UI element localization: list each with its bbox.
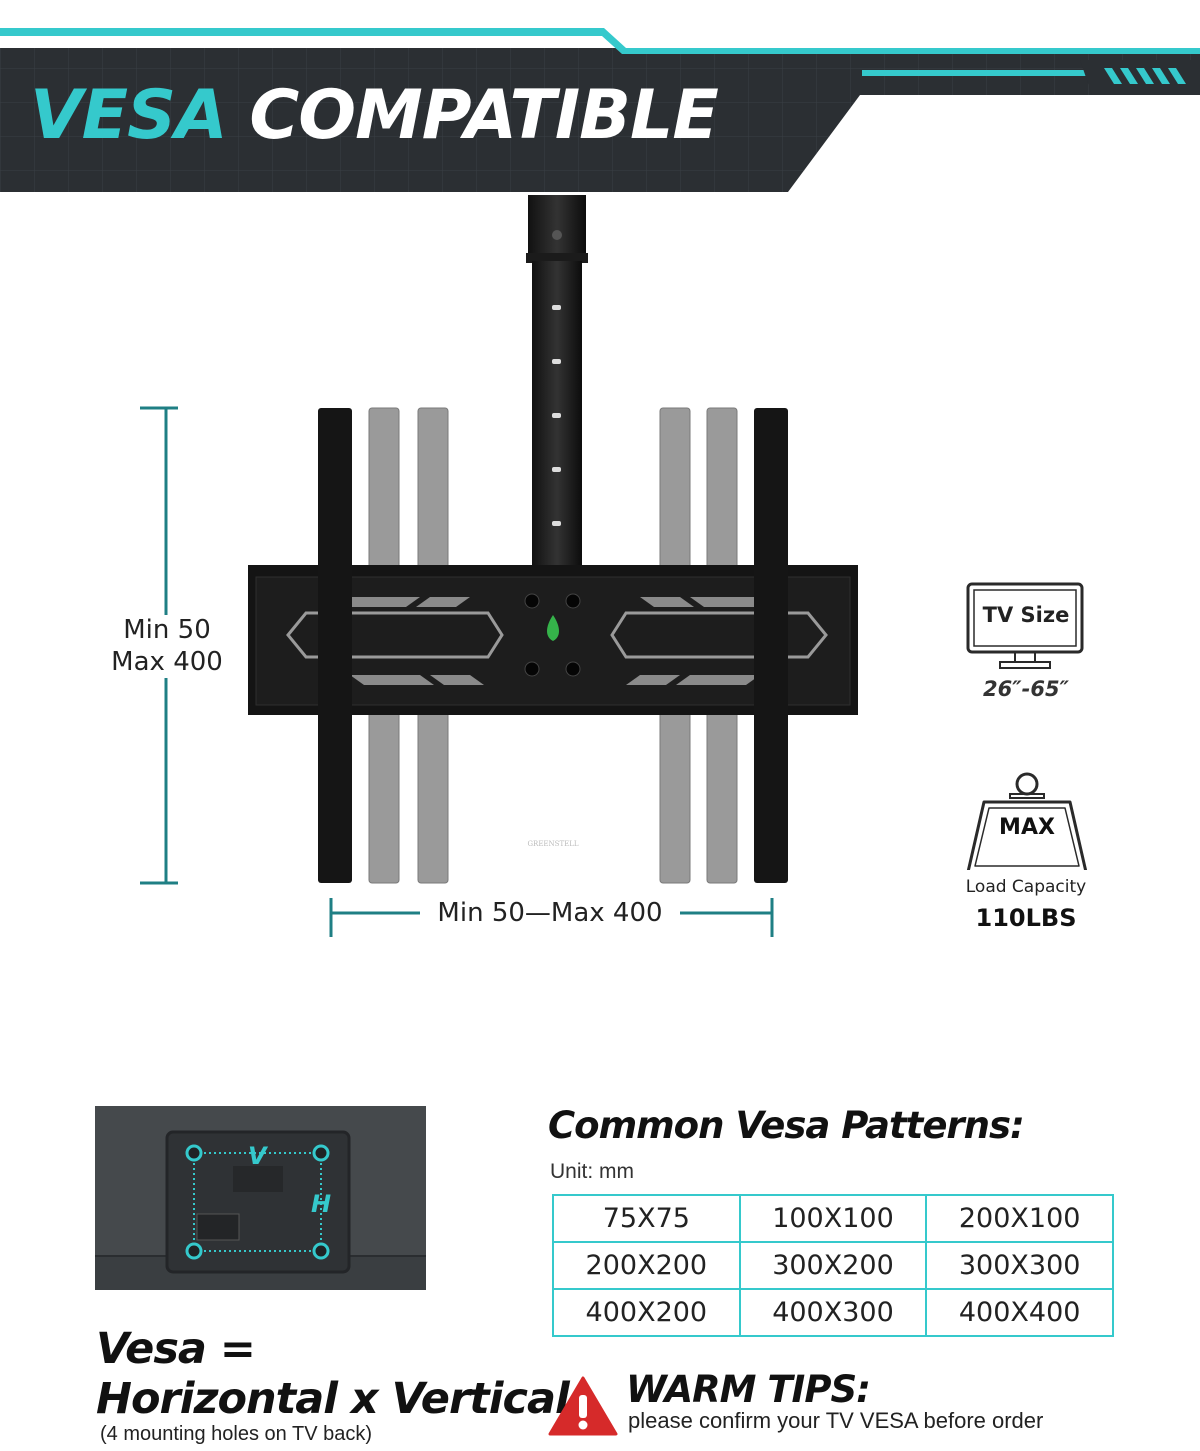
table-cell: 100X100 xyxy=(738,1194,928,1243)
table-cell: 200X200 xyxy=(552,1241,741,1290)
banner-background xyxy=(0,28,1200,192)
formula-line-1: Vesa = xyxy=(96,1324,256,1374)
monitor-icon xyxy=(966,582,1084,669)
vertical-min: Min 50 xyxy=(123,615,211,645)
vesa-patterns-table: 75X75 100X100 200X100 200X200 300X200 30… xyxy=(552,1194,1114,1337)
table-cell: 400X300 xyxy=(738,1288,928,1337)
mounting-hole xyxy=(185,1144,203,1162)
warm-tips-title: WARM TIPS: xyxy=(626,1368,871,1411)
header-banner: VESA COMPATIBLE xyxy=(0,0,1200,195)
table-cell: 300X200 xyxy=(738,1241,928,1290)
horizontal-spacing-label: H xyxy=(311,1190,332,1218)
table-cell: 200X100 xyxy=(925,1194,1114,1243)
formula-line-2: Horizontal x Vertical xyxy=(96,1374,570,1424)
horizontal-range-label: Min 50—Max 400 xyxy=(420,898,680,930)
vertical-range-label: Min 50 Max 400 xyxy=(96,615,238,679)
unit-label: Unit: mm xyxy=(550,1160,634,1183)
page-title: VESA COMPATIBLE xyxy=(30,82,719,150)
brand-logo-text: GREENSTELL xyxy=(527,840,579,848)
warning-icon xyxy=(548,1376,618,1436)
title-accent: VESA xyxy=(30,76,228,155)
tv-back-image xyxy=(95,1106,426,1290)
table-row: 400X200 400X300 400X400 xyxy=(552,1288,1114,1337)
table-row: 75X75 100X100 200X100 xyxy=(552,1194,1114,1243)
weight-icon xyxy=(966,772,1088,870)
weight-max-label: MAX xyxy=(999,815,1055,840)
warm-tips-text: please confirm your TV VESA before order xyxy=(628,1408,1044,1433)
formula-note: (4 mounting holes on TV back) xyxy=(100,1423,373,1445)
vertical-max: Max 400 xyxy=(111,646,223,677)
table-cell: 400X400 xyxy=(925,1288,1114,1337)
load-capacity-value: 110LBS xyxy=(975,904,1077,932)
tv-size-range: 26″-65″ xyxy=(983,677,1069,701)
ceiling-pole xyxy=(526,195,588,571)
black-brackets xyxy=(318,408,788,883)
mounting-hole xyxy=(312,1144,330,1162)
brand-logo-icon xyxy=(547,615,559,641)
vertical-spacing-label: V xyxy=(248,1142,267,1170)
mount-illustration: Min 50 Max 400 Min 50—Max 400 GREENSTELL xyxy=(0,195,1200,955)
table-cell: 300X300 xyxy=(925,1241,1114,1290)
table-cell: 400X200 xyxy=(552,1288,741,1337)
mounting-hole xyxy=(185,1242,203,1260)
table-row: 200X200 300X200 300X300 xyxy=(552,1241,1114,1290)
mounting-hole xyxy=(312,1242,330,1260)
table-cell: 75X75 xyxy=(552,1194,741,1243)
load-capacity-label: Load Capacity xyxy=(965,877,1087,897)
mount-drawing xyxy=(140,195,858,937)
title-rest: COMPATIBLE xyxy=(249,76,718,155)
tv-size-label: TV Size xyxy=(982,603,1070,627)
patterns-title: Common Vesa Patterns: xyxy=(548,1104,1025,1147)
